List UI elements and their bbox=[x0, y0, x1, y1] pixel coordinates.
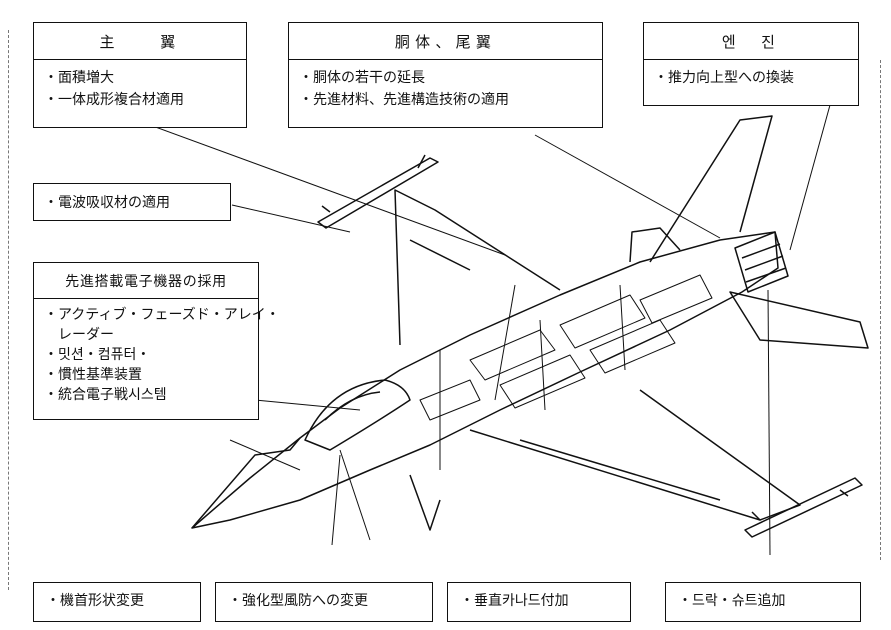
wing-title: 主 翼 bbox=[34, 23, 246, 60]
avionics-box: 先進搭載電子機器の採用 ・アクティブ・フェーズド・アレイ・ レーダー ・밋션・컴… bbox=[33, 262, 280, 420]
leader-bottom-2 bbox=[331, 454, 341, 546]
stab-lower bbox=[729, 291, 869, 349]
fuselage-item-2: ・先進材料、先進構造技術の適用 bbox=[299, 92, 509, 108]
engine-box: 엔 진 ・推力向上型への換装 bbox=[643, 22, 859, 106]
stab-upper bbox=[629, 227, 681, 263]
avionics-item-5: ・統合電子戦시스템 bbox=[44, 387, 167, 403]
bottom-callout-canard: ・垂直카나드付加 bbox=[447, 582, 631, 622]
bottom-callout-nose: ・機首形状変更 bbox=[33, 582, 201, 622]
wing-item-1: ・面積増大 bbox=[44, 70, 114, 86]
leader-bottom-3 bbox=[339, 449, 371, 541]
lower-missile bbox=[744, 477, 863, 538]
leader-fuselage bbox=[534, 134, 721, 239]
avionics-item-3: ・밋션・컴퓨터・ bbox=[44, 347, 151, 363]
avionics-item-2: レーダー bbox=[44, 327, 114, 343]
frame-right-dashes bbox=[880, 60, 881, 560]
avionics-items: ・アクティブ・フェーズド・アレイ・ レーダー ・밋션・컴퓨터・ ・慣性基準装置 … bbox=[34, 299, 280, 412]
wing-box: 主 翼 ・面積増大 ・一体成形複合材適用 bbox=[33, 22, 247, 128]
radar-absorb-callout: ・電波吸収材の適用 bbox=[33, 183, 231, 221]
fuselage-title: 胴体、尾翼 bbox=[289, 23, 602, 60]
wing-item-2: ・一体成形複合材適用 bbox=[44, 92, 184, 108]
leader-bottom-4 bbox=[767, 289, 771, 556]
leader-wing bbox=[149, 124, 506, 256]
ventral-fin bbox=[409, 474, 441, 531]
lower-wing bbox=[469, 389, 801, 521]
engine-items: ・推力向上型への換装 bbox=[644, 60, 858, 96]
leader-avionics bbox=[254, 399, 361, 411]
avionics-item-1: ・アクティブ・フェーズド・アレイ・ bbox=[44, 307, 280, 323]
leader-radar-absorb bbox=[231, 204, 351, 233]
leader-engine bbox=[789, 104, 831, 251]
wing-items: ・面積増大 ・一体成形複合材適用 bbox=[34, 60, 246, 118]
fuselage-item-1: ・胴体の若干の延長 bbox=[299, 70, 425, 86]
canopy bbox=[304, 379, 411, 451]
bottom-callout-windshield: ・強化型風防への変更 bbox=[215, 582, 433, 622]
engine-nozzle bbox=[734, 231, 789, 293]
vertical-tail bbox=[649, 115, 773, 263]
fuselage-box: 胴体、尾翼 ・胴体の若干の延長 ・先進材料、先進構造技術の適用 bbox=[288, 22, 603, 128]
leader-fin bbox=[494, 284, 516, 401]
fuselage-items: ・胴体の若干の延長 ・先進材料、先進構造技術の適用 bbox=[289, 60, 602, 118]
nose-cone bbox=[191, 437, 301, 529]
upper-wing bbox=[394, 189, 561, 346]
avionics-title: 先進搭載電子機器の採用 bbox=[34, 263, 258, 299]
engine-title: 엔 진 bbox=[644, 23, 858, 60]
bottom-callout-drag-chute: ・드락・슈트追加 bbox=[665, 582, 861, 622]
engine-item-1: ・推力向上型への換装 bbox=[654, 70, 794, 86]
frame-left-dashes bbox=[8, 30, 9, 590]
leader-bottom-1 bbox=[229, 439, 301, 471]
avionics-item-4: ・慣性基準装置 bbox=[44, 367, 142, 383]
